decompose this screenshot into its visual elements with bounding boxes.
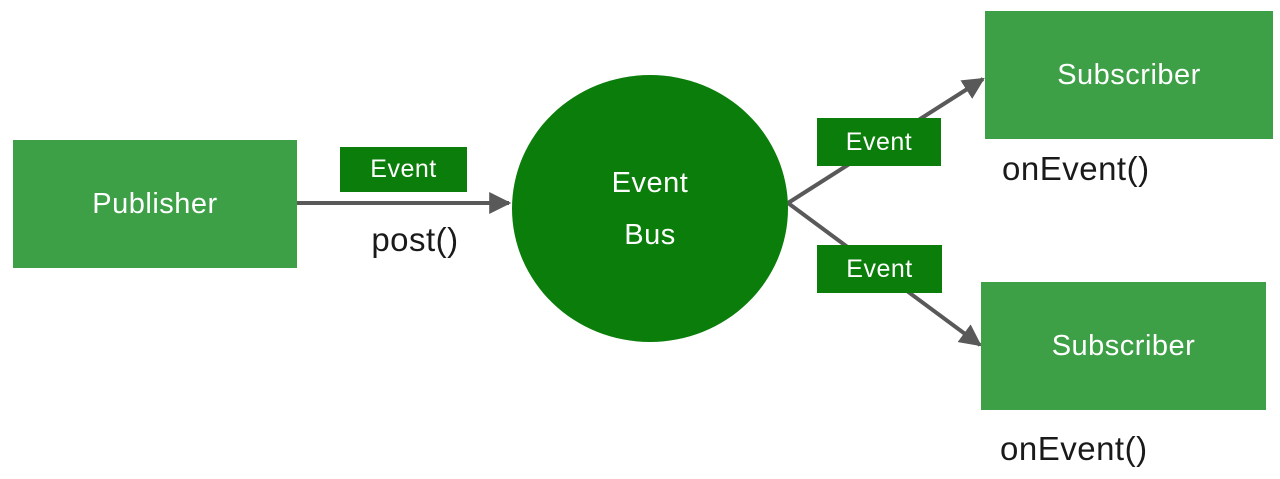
event-badge-subscriber-1-label: Event bbox=[845, 127, 913, 156]
onevent-method-label-2: onEvent() bbox=[1000, 430, 1148, 467]
event-badge-subscriber-1: Event bbox=[817, 118, 941, 166]
onevent-method-label-1: onEvent() bbox=[1002, 150, 1150, 187]
subscriber-1-label: Subscriber bbox=[1057, 58, 1201, 91]
subscriber-2-label: Subscriber bbox=[1051, 329, 1196, 362]
event-bus-label-line1: Event bbox=[611, 166, 689, 199]
publisher-label: Publisher bbox=[92, 187, 218, 220]
post-method-label: post() bbox=[371, 221, 459, 258]
subscriber-node-1: Subscriber bbox=[985, 11, 1273, 139]
publisher-node: Publisher bbox=[13, 140, 297, 268]
event-badge-publish: Event bbox=[340, 147, 467, 192]
event-badge-publish-label: Event bbox=[370, 155, 437, 183]
event-badge-subscriber-2: Event bbox=[817, 245, 942, 293]
event-bus-node: Event Bus bbox=[512, 75, 788, 342]
event-badge-subscriber-2-label: Event bbox=[846, 254, 913, 283]
subscriber-node-2: Subscriber bbox=[981, 282, 1266, 410]
event-bus-label-line2: Bus bbox=[624, 218, 676, 251]
